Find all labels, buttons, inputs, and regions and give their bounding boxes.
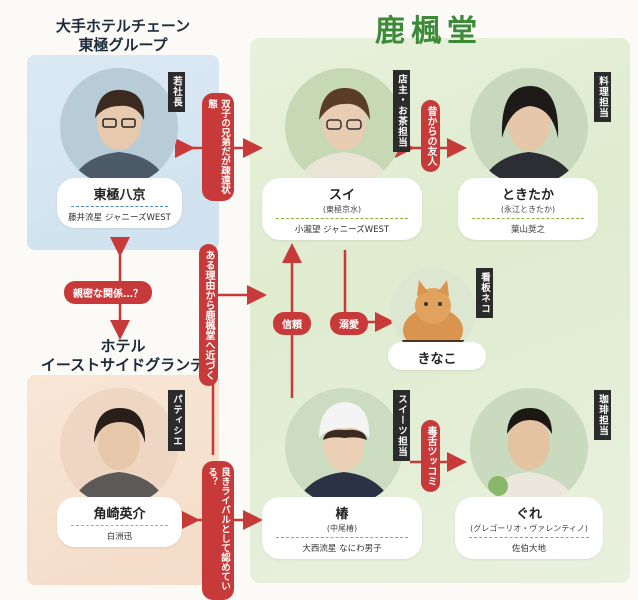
hotel-title-line1: ホテル (100, 337, 146, 355)
kadosaki-card: 角崎英介 白洲迅 (57, 497, 182, 547)
sui-role-tag: 店主・お茶担当 (393, 70, 410, 152)
tokyoku-group-title-line2: 東極グループ (78, 36, 168, 54)
kinako-photo (390, 268, 476, 354)
kadosaki-photo (60, 388, 178, 506)
kadosaki-name: 角崎英介 (93, 507, 146, 522)
yakyo-card: 東極八京 藤井流星 ジャニーズWEST (57, 178, 182, 228)
tokitaka-actor: 葉山奨之 (510, 225, 545, 235)
kadosaki-divider (71, 525, 168, 526)
kinako-name: きなこ (417, 352, 457, 367)
gure-divider (469, 537, 589, 538)
yakyo-actor: 藤井流星 ジャニーズWEST (68, 213, 171, 223)
kadosaki-role-tag: パティシエ (168, 390, 185, 451)
sui-divider (276, 218, 408, 219)
rival-label: 良きライバルとして認めている？ (202, 461, 234, 600)
gure-card: ぐれ (グレゴーリオ・ヴァレンティノ) 佐伯大地 (455, 497, 603, 559)
tokyoku-group-title: 大手ホテルチェーン 東極グループ (23, 17, 223, 55)
tongue-label: 毒舌ツッコミ (421, 420, 440, 492)
tokitaka-photo (470, 68, 588, 186)
gure-role-tag: 珈琲担当 (594, 390, 611, 440)
sui-actor: 小瀧望 ジャニーズWEST (294, 225, 390, 235)
gure-reading: (グレゴーリオ・ヴァレンティノ) (470, 524, 588, 533)
tokitaka-name: ときたか (501, 188, 554, 203)
reason-arrow (211, 285, 267, 455)
tsubaki-photo (285, 388, 403, 506)
yakyo-role-tag: 若社長 (168, 72, 185, 112)
yakyo-divider (71, 206, 168, 207)
tokyoku-group-title-line1: 大手ホテルチェーン (55, 17, 191, 35)
hotel-title-line2: イーストサイドグランデ (40, 356, 206, 374)
gure-name: ぐれ (515, 507, 542, 522)
diagram-title: 鹿楓堂 (375, 14, 483, 49)
brothers-label: 双子の兄弟だが疎遠状態 (202, 93, 234, 201)
sui-card: スイ (東極京水) 小瀧望 ジャニーズWEST (262, 178, 422, 240)
yakyo-photo (60, 68, 178, 186)
tokitaka-card: ときたか (永江ときたか) 葉山奨之 (458, 178, 598, 240)
trust-label: 信頼 (273, 312, 311, 335)
friends-label: 昔からの友人 (421, 100, 440, 172)
close-label: 親密な関係…？ (64, 281, 152, 304)
tsubaki-role-tag: スイーツ担当 (393, 390, 410, 461)
kadosaki-actor: 白洲迅 (106, 532, 133, 542)
dote-label: 溺愛 (330, 312, 368, 335)
tsubaki-actor: 大西流星 なにわ男子 (302, 544, 382, 554)
tokitaka-role-tag: 料理担当 (594, 72, 611, 122)
gure-actor: 佐伯大地 (511, 544, 546, 554)
yakyo-name: 東極八京 (93, 188, 146, 203)
tokitaka-reading: (永江ときたか) (500, 205, 556, 214)
hotel-title: ホテル イーストサイドグランデ (23, 337, 223, 375)
tsubaki-name: 椿 (335, 507, 349, 522)
tsubaki-divider (276, 537, 408, 538)
kinako-card: きなこ (388, 342, 486, 370)
tsubaki-reading: (中尾椿) (326, 524, 358, 533)
tokitaka-divider (472, 218, 584, 219)
tsubaki-card: 椿 (中尾椿) 大西流星 なにわ男子 (262, 497, 422, 559)
sui-name: スイ (328, 188, 355, 203)
gure-photo (470, 388, 588, 506)
kinako-role-tag: 看板ネコ (476, 268, 493, 318)
sui-reading: (東極京水) (322, 205, 362, 214)
sui-photo (285, 68, 403, 186)
reason-label: ある理由から鹿楓堂へ近づく (199, 244, 218, 386)
